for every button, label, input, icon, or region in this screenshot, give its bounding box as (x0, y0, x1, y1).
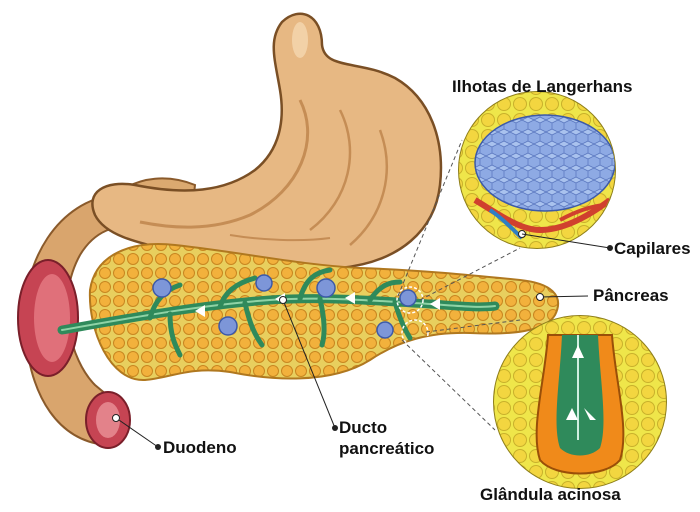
capillaries-label: Capilares (614, 239, 691, 258)
pancreatic-duct-label: Ducto pancreático (339, 417, 434, 459)
pancreatic-duct-label-line2: pancreático (339, 439, 435, 458)
stomach (91, 12, 443, 271)
acinar-inset (493, 315, 667, 489)
zoom-lines (397, 139, 521, 431)
pancreatic-duct-label-line1: Ducto (339, 418, 388, 437)
label-pointers (112, 233, 613, 450)
duodenum-label: Duodeno (163, 438, 237, 457)
islets-label: Ilhotas de Langerhans (452, 77, 633, 96)
islet-inset (458, 91, 616, 249)
acinar-gland-label: Glândula acinosa (480, 485, 621, 504)
pancreas-label: Pâncreas (593, 286, 669, 305)
pancreas (57, 243, 560, 382)
